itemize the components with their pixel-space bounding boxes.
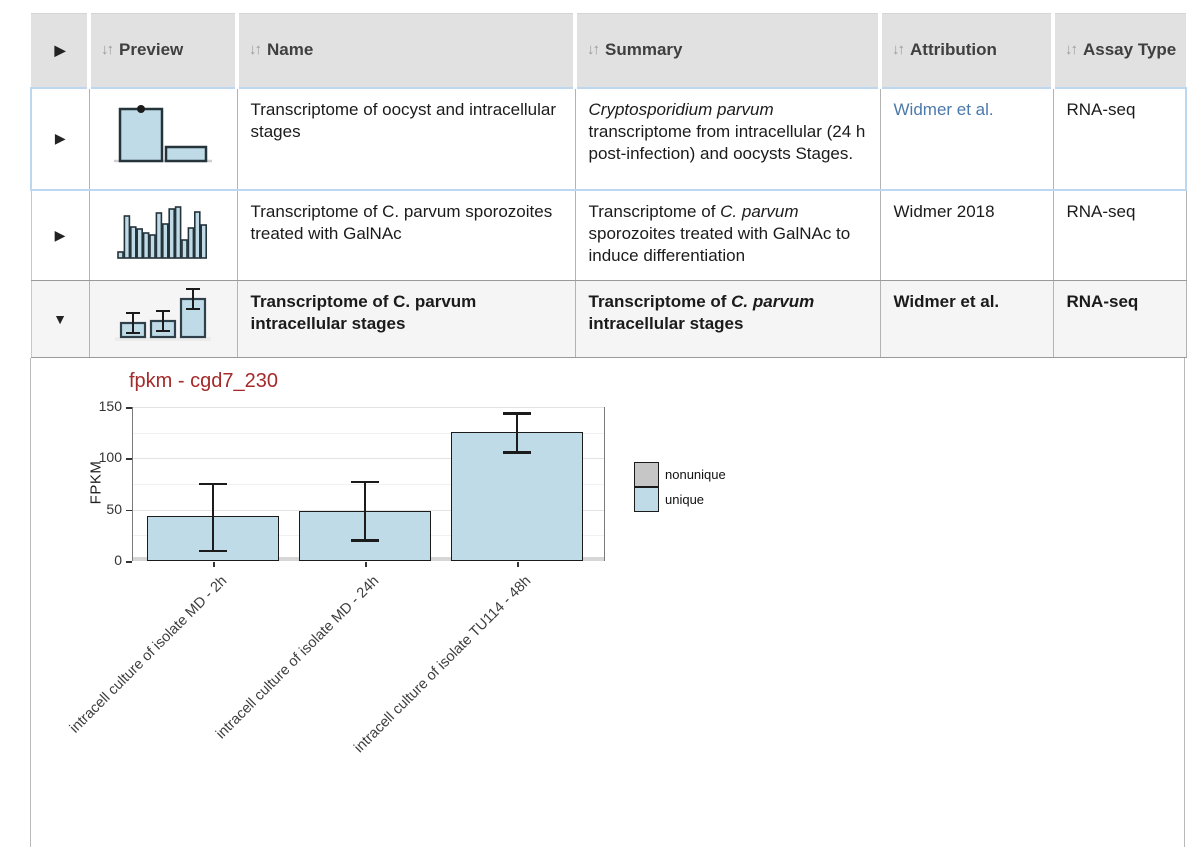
- preview-cell: [89, 189, 238, 281]
- expand-column-header[interactable]: ▶: [31, 13, 91, 88]
- table-row: ▶: [30, 189, 1187, 281]
- y-axis-tick: [126, 458, 132, 460]
- column-header-label: Assay Type: [1083, 40, 1177, 60]
- error-bar-line: [364, 480, 366, 540]
- legend-label: nonunique: [665, 467, 726, 482]
- error-bar-cap-bottom: [503, 451, 531, 454]
- y-axis-tick: [126, 407, 132, 409]
- legend-swatch-nonunique: [634, 462, 659, 487]
- dataset-name: Transcriptome of oocyst and intracellula…: [237, 86, 576, 191]
- triangle-down-icon: ▼: [53, 310, 67, 327]
- legend-swatch-unique: [634, 487, 659, 512]
- error-bar-cap-bottom: [199, 549, 227, 553]
- triangle-right-icon: ▶: [54, 130, 66, 147]
- error-bar-cap-top: [199, 482, 227, 486]
- sort-icon: ↓↑: [587, 41, 600, 59]
- preview-errorbar-chart-thumbnail: [115, 287, 211, 341]
- dataset-name: Transcriptome of C. parvum intracellular…: [237, 280, 576, 358]
- table-row: ▶ Transcriptome of oocyst and intracellu…: [30, 86, 1187, 191]
- error-bar-line: [516, 412, 518, 452]
- dataset-name: Transcriptome of C. parvum sporozoites t…: [237, 189, 576, 281]
- row-expand-toggle[interactable]: ▶: [30, 86, 90, 191]
- row-collapse-toggle[interactable]: ▼: [30, 280, 90, 358]
- sort-icon: ↓↑: [101, 41, 114, 59]
- chart-title: fpkm - cgd7_230: [129, 370, 278, 392]
- x-axis-tick: [365, 562, 367, 567]
- attribution-cell: Widmer 2018: [880, 189, 1054, 281]
- error-bar-cap-top: [503, 412, 531, 415]
- major-gridline: [133, 509, 604, 511]
- table-header-row: ▶ ↓↑ Preview ↓↑ Name ↓↑: [31, 13, 1186, 88]
- major-gridline: [133, 458, 604, 460]
- attribution-text: Widmer et al.: [893, 292, 1000, 311]
- x-axis-tick: [517, 562, 519, 567]
- y-axis-tick-label: 50: [106, 500, 122, 517]
- x-axis-tick: [213, 562, 215, 567]
- table-row-expanded: ▼: [30, 280, 1187, 358]
- error-bar-cap-top: [351, 480, 379, 484]
- column-header-name[interactable]: ↓↑ Name: [237, 13, 577, 88]
- preview-multi-bar-chart-thumbnail: [117, 206, 207, 259]
- minor-gridline: [133, 484, 604, 485]
- preview-cell: [89, 86, 238, 191]
- attribution-link[interactable]: Widmer et al.: [893, 99, 994, 119]
- attribution-cell: Widmer et al.: [880, 86, 1054, 191]
- column-header-summary[interactable]: ↓↑ Summary: [575, 13, 882, 88]
- attribution-cell: Widmer et al.: [880, 280, 1054, 358]
- row-expand-toggle[interactable]: ▶: [30, 189, 90, 281]
- column-header-label: Summary: [605, 40, 683, 60]
- sort-icon: ↓↑: [892, 41, 905, 59]
- triangle-right-icon: ▶: [54, 42, 66, 59]
- y-axis-tick: [126, 509, 132, 512]
- column-header-label: Name: [267, 40, 314, 60]
- y-axis-tick-label: 100: [98, 449, 122, 466]
- dataset-summary: Transcriptome of C. parvum sporozoites t…: [575, 189, 881, 281]
- column-header-preview[interactable]: ↓↑ Preview: [89, 13, 239, 88]
- preview-two-bar-chart-thumbnail: [114, 105, 212, 163]
- datasets-table: ▶ ↓↑ Preview ↓↑ Name ↓↑: [30, 13, 1187, 358]
- attribution-text: Widmer 2018: [893, 201, 995, 221]
- error-bar-cap-bottom: [351, 539, 379, 542]
- column-header-label: Preview: [119, 40, 184, 60]
- dataset-summary: Transcriptome of C. parvum intracellular…: [575, 280, 881, 358]
- assay-type: RNA-seq: [1053, 280, 1187, 358]
- x-axis-label: intracell culture of isolate TU114 - 48h: [351, 573, 535, 757]
- column-header-label: Attribution: [910, 40, 997, 60]
- dataset-summary: Cryptosporidium parvum transcriptome fro…: [575, 86, 881, 191]
- y-axis-tick-label: 0: [114, 552, 122, 568]
- x-axis-label: intracell culture of isolate MD - 2h: [66, 573, 231, 737]
- assay-type: RNA-seq: [1053, 189, 1187, 281]
- y-axis-tick: [126, 561, 132, 563]
- minor-gridline: [133, 432, 604, 434]
- triangle-right-icon: ▶: [54, 227, 66, 244]
- legend-label: unique: [665, 492, 705, 507]
- y-axis-title: FPKM: [87, 460, 105, 505]
- column-header-assay-type[interactable]: ↓↑ Assay Type: [1053, 13, 1186, 88]
- column-header-attribution[interactable]: ↓↑ Attribution: [880, 13, 1055, 88]
- x-axis-label: intracell culture of isolate MD - 24h: [213, 573, 383, 743]
- error-bar-line: [212, 482, 214, 550]
- assay-type: RNA-seq: [1053, 86, 1187, 191]
- sort-icon: ↓↑: [1065, 41, 1078, 59]
- preview-cell: [89, 280, 238, 358]
- major-gridline: [133, 407, 604, 408]
- sort-icon: ↓↑: [249, 41, 262, 59]
- y-axis-tick-label: 150: [98, 398, 122, 414]
